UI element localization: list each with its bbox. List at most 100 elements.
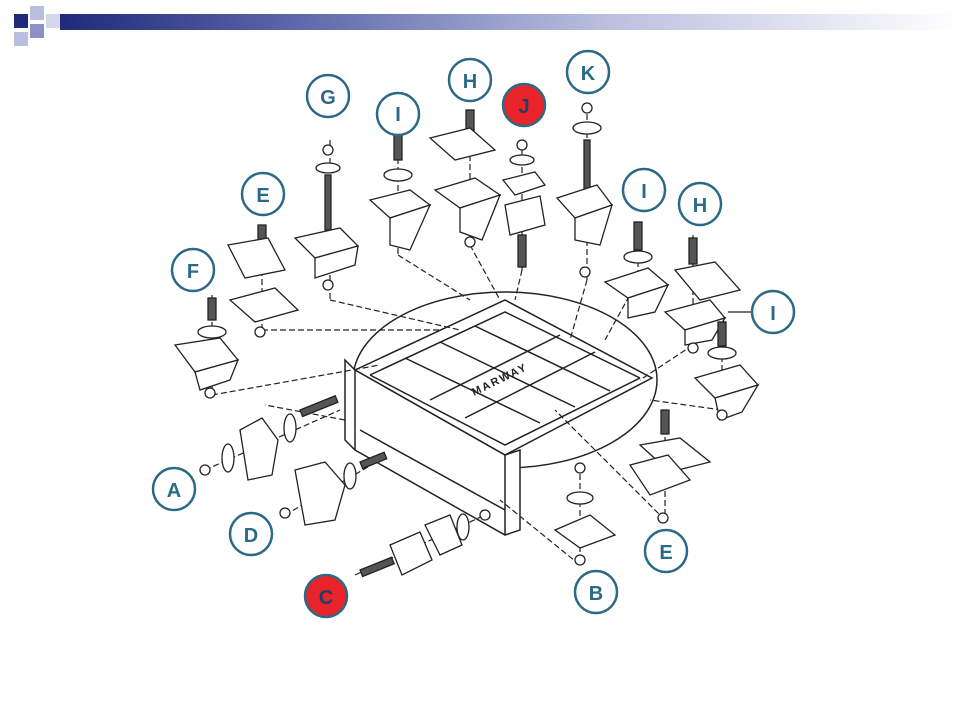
bracket: [424, 514, 463, 556]
washer: [283, 413, 297, 443]
nut: [579, 266, 591, 278]
bracket: [228, 287, 300, 323]
bolt: [660, 409, 670, 435]
nut: [254, 326, 266, 338]
svg-text:I: I: [641, 181, 647, 203]
washer: [383, 168, 413, 182]
clamp-plate: [673, 261, 742, 301]
side-skirt: [344, 358, 521, 536]
washer: [707, 346, 737, 360]
svg-text:C: C: [319, 587, 333, 609]
bolt: [517, 234, 527, 268]
nut: [716, 409, 728, 421]
nut: [479, 509, 491, 521]
header-gradient-bar: [60, 14, 960, 30]
bolt: [299, 394, 339, 418]
washer: [343, 462, 357, 490]
bracket-side: [574, 203, 613, 246]
frame-slat: [439, 341, 576, 408]
nut: [581, 102, 593, 114]
bracket: [501, 171, 547, 196]
svg-text:J: J: [518, 96, 529, 118]
bracket: [504, 195, 546, 236]
svg-text:K: K: [581, 63, 596, 85]
callout-f: F: [170, 247, 216, 293]
washer: [315, 162, 341, 174]
nut: [322, 279, 334, 291]
bracket-side: [194, 359, 240, 391]
callouts: G I H J K E F: [151, 49, 796, 619]
callout-k: K: [565, 49, 611, 95]
washer: [623, 250, 653, 264]
bracket-side: [627, 283, 670, 319]
callout-i-right: I: [621, 167, 667, 213]
frame-rail: [369, 311, 641, 379]
bolt: [207, 297, 217, 321]
bracket: [239, 417, 279, 481]
nut: [464, 236, 476, 248]
callout-g: G: [305, 73, 351, 119]
bolt: [359, 451, 388, 470]
nut: [279, 507, 291, 519]
svg-text:I: I: [770, 303, 776, 325]
bracket-side: [314, 245, 359, 279]
bracket: [389, 531, 433, 576]
nut: [574, 462, 586, 474]
decor-square: [30, 6, 44, 20]
bracket: [628, 454, 692, 496]
callout-c: C: [303, 573, 349, 619]
decor-square: [46, 14, 60, 28]
bracket-side: [389, 203, 432, 251]
nut: [657, 512, 669, 524]
nut: [204, 387, 216, 399]
decor-square: [14, 14, 28, 28]
callout-e-left: E: [240, 171, 286, 217]
skirt-edge: [359, 429, 506, 511]
callout-i-top: I: [375, 91, 421, 137]
bracket-side: [684, 316, 727, 346]
callout-i-far: I: [728, 289, 796, 335]
nut: [516, 139, 528, 151]
bracket: [294, 461, 346, 526]
platform: [344, 291, 658, 536]
clamp-plate: [428, 127, 497, 161]
svg-text:H: H: [463, 71, 477, 93]
svg-text:F: F: [187, 261, 199, 283]
washer: [197, 325, 227, 339]
callout-h-right: H: [677, 181, 723, 227]
hardware: [173, 102, 760, 578]
bolt: [633, 221, 643, 251]
svg-text:A: A: [167, 480, 181, 502]
bolt: [688, 237, 698, 265]
nut: [574, 554, 586, 566]
washer: [221, 443, 235, 473]
bracket-side: [459, 193, 502, 241]
washer: [456, 513, 470, 541]
callout-e-right: E: [643, 528, 689, 574]
washer: [572, 121, 602, 135]
washer: [566, 491, 594, 505]
bolt: [717, 321, 727, 347]
svg-text:E: E: [256, 185, 269, 207]
washer: [509, 154, 535, 166]
svg-text:B: B: [589, 583, 603, 605]
callout-h-top: H: [447, 57, 493, 103]
clamp-plate: [553, 514, 617, 549]
nut: [687, 342, 699, 354]
frame-slat: [464, 351, 596, 419]
bolt: [393, 134, 403, 161]
frame-rail: [369, 374, 641, 446]
svg-text:E: E: [659, 542, 672, 564]
threaded-rod: [324, 174, 332, 231]
svg-text:D: D: [244, 525, 258, 547]
nut: [199, 464, 211, 476]
svg-text:I: I: [395, 104, 401, 126]
svg-text:G: G: [320, 87, 336, 109]
bolt: [359, 556, 395, 578]
clamp-plate: [227, 237, 286, 279]
frame-slat: [474, 325, 611, 392]
callout-b: B: [573, 569, 619, 615]
decor-square: [30, 24, 44, 38]
svg-text:H: H: [693, 195, 707, 217]
